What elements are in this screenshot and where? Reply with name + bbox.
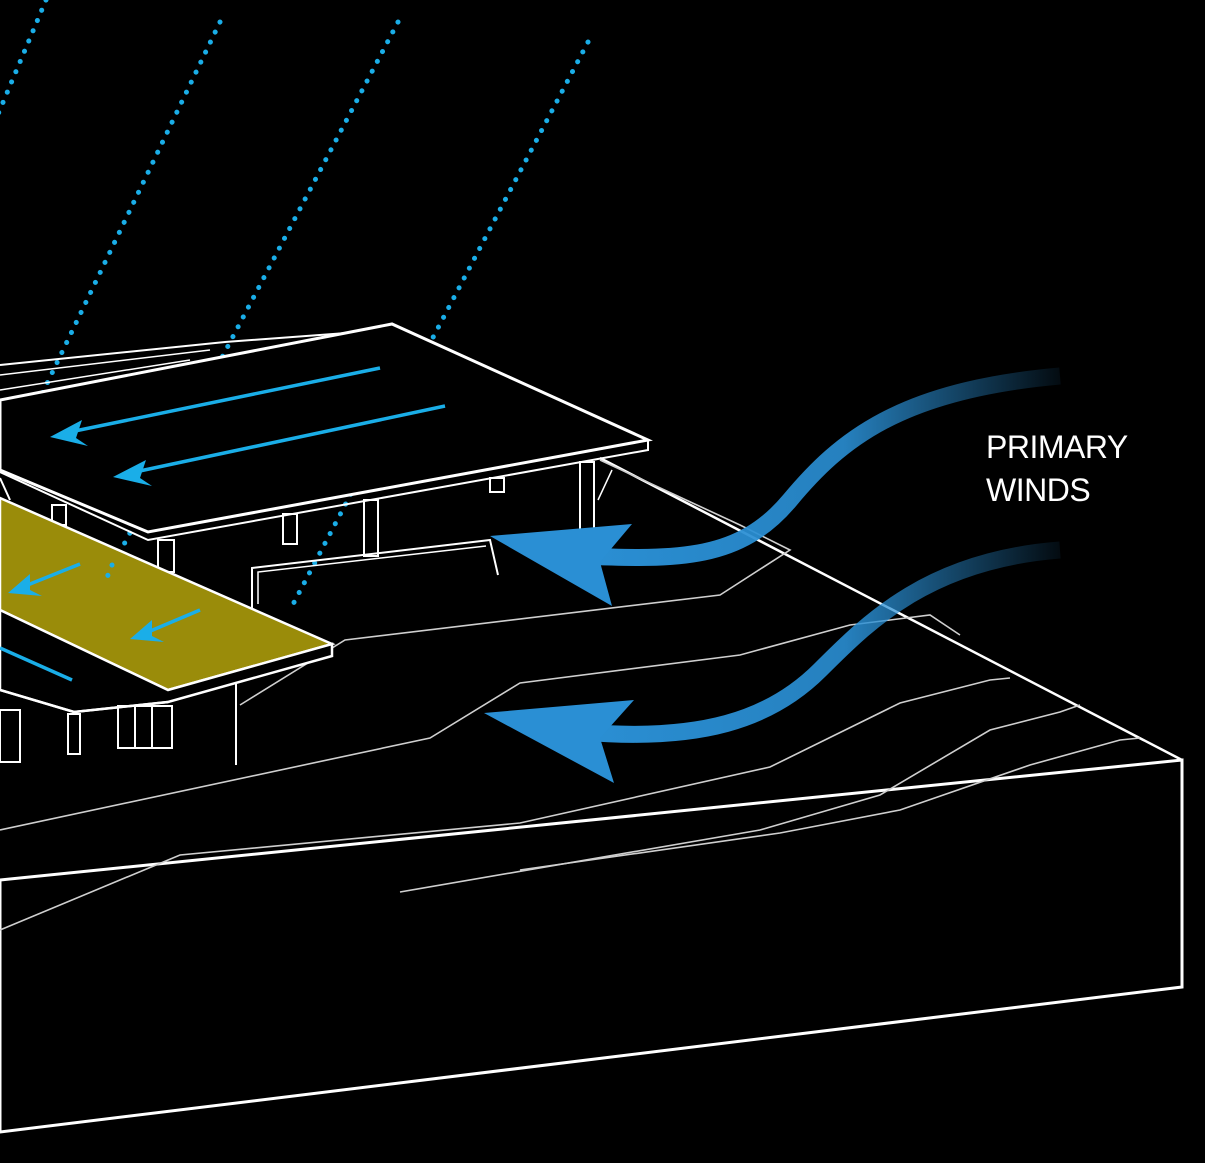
contour-line [400, 705, 1080, 892]
terrain-front-face [0, 760, 1182, 1132]
sun-rays [0, 0, 588, 610]
sun-ray [0, 0, 46, 300]
wind-label-line-2: WINDS [986, 472, 1090, 508]
contour-line [520, 738, 1140, 870]
sun-ray [290, 42, 588, 610]
roof-brace [598, 470, 612, 500]
lower-wall [252, 540, 498, 608]
wind-label-line-1: PRIMARY [986, 429, 1128, 465]
wind-arrow-lower [582, 550, 1060, 734]
primary-winds-label: PRIMARY WINDS [986, 426, 1128, 512]
